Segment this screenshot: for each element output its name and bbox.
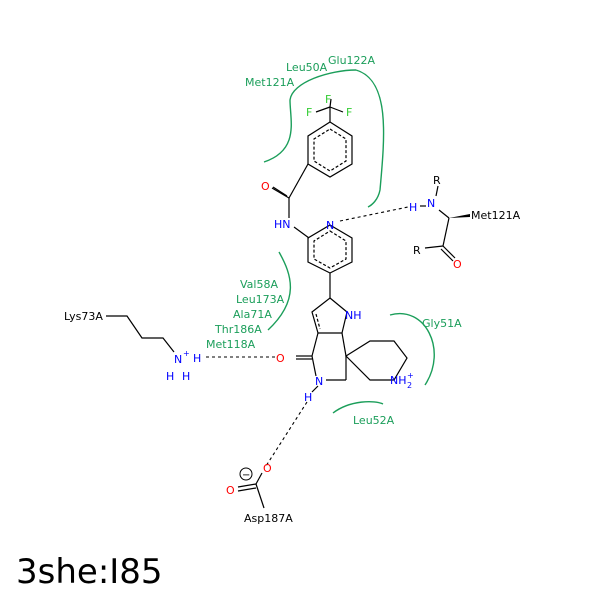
hydrogen-bonds: [206, 206, 409, 467]
residue-label-glu122: Glu122A: [328, 54, 376, 67]
residue-label-leu52: Leu52A: [353, 414, 395, 427]
residue-label-asp187: Asp187A: [244, 512, 293, 525]
atom-labels: F F F O HN N NH O N H NH 2 + H N R R O N…: [166, 93, 462, 497]
contact-arc-top-right: [355, 69, 385, 208]
met121-backbone: [420, 185, 470, 262]
piperidinium-nitrogen-label: NH: [390, 374, 407, 387]
fluorine-label-3: F: [346, 106, 352, 119]
residue-label-thr186: Thr186A: [214, 323, 262, 336]
lactam-oxygen-label: O: [276, 352, 285, 365]
amide-oxygen-label: O: [261, 180, 270, 193]
asp187-oxygen-top-label: O: [263, 462, 272, 475]
lactam-hydrogen-label: H: [304, 391, 312, 404]
lys73-sidechain: [106, 315, 175, 353]
lys73-hydrogen-left-label: H: [166, 370, 174, 383]
piperidinium-charge-label: +: [407, 371, 414, 380]
met121-hydrogen-label: H: [409, 201, 417, 214]
residue-label-val58: Val58A: [240, 278, 278, 291]
met121-oxygen-label: O: [453, 258, 462, 271]
residue-label-met121-top: Met121A: [245, 76, 295, 89]
contact-arc-bottom: [332, 400, 384, 414]
contact-arc-left: [267, 251, 292, 331]
contact-arc-top-left: [263, 69, 357, 163]
residue-label-met118: Met118A: [206, 338, 256, 351]
fluorine-label-2: F: [306, 106, 312, 119]
pyrrole-nh-label: NH: [345, 309, 362, 322]
residue-label-met121-backbone: Met121A: [471, 209, 521, 222]
lys73-hydrogen-bottom-label: H: [182, 370, 190, 383]
piperidinium-subscript-label: 2: [407, 381, 412, 390]
residue-label-leu50: Leu50A: [286, 61, 328, 74]
lactam-nitrogen-label: N: [315, 375, 323, 388]
diagram-title: 3she:I85: [16, 552, 163, 592]
residue-label-ala71: Ala71A: [233, 308, 272, 321]
fluorine-label-1: F: [325, 93, 331, 106]
amide-nh-label: HN: [274, 218, 291, 231]
lys73-nitrogen-label: N: [174, 353, 182, 366]
ligand-bonds: [271, 98, 408, 393]
lys73-charge-label: +: [183, 349, 190, 358]
met121-nitrogen-label: N: [427, 197, 435, 210]
lys73-hydrogen-right-label: H: [193, 352, 201, 365]
hbond-nh-asp187: [265, 401, 308, 467]
asp187-carboxylate: [237, 467, 265, 509]
asp187-charge-label: −: [242, 470, 250, 481]
residue-label-lys73: Lys73A: [64, 310, 103, 323]
met121-r-left-label: R: [413, 244, 421, 257]
residue-label-gly51: Gly51A: [422, 317, 462, 330]
met121-r-top-label: R: [433, 174, 441, 187]
pyridine-nitrogen-label: N: [326, 219, 334, 232]
residue-labels: Leu50A Glu122A Met121A Val58A Leu173A Al…: [64, 54, 521, 525]
residue-label-leu173: Leu173A: [236, 293, 285, 306]
asp187-oxygen-left-label: O: [226, 484, 235, 497]
contact-arcs: [263, 69, 435, 414]
contact-arc-right: [389, 312, 435, 386]
hbond-pyridine-met121: [339, 206, 409, 222]
